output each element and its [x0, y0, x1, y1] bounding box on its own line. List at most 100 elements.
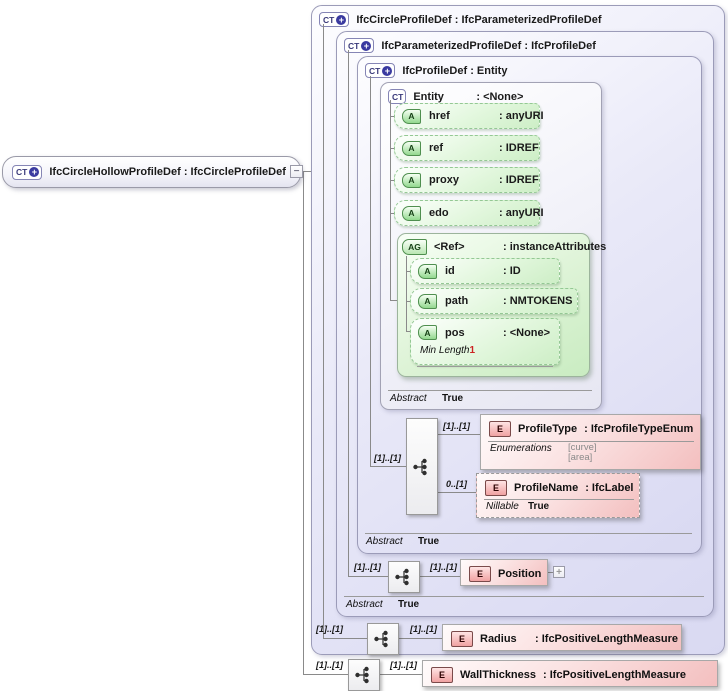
element-node-position[interactable]: E Position [460, 559, 548, 586]
connector-line [303, 674, 348, 675]
type-title: IfcProfileDef : Entity [402, 64, 508, 77]
attribute-type: : ID [503, 265, 521, 277]
element-name: ProfileType [518, 423, 578, 435]
type-header-ifcparameterizedprofiledef[interactable]: CT+ IfcParameterizedProfileDef : IfcProf… [337, 32, 713, 53]
attribute-name: proxy [429, 174, 459, 186]
element-node-radius[interactable]: E Radius : IfcPositiveLengthMeasure [442, 624, 682, 651]
attribute-node-pos[interactable]: A pos : <None> Min Length 1 [410, 318, 560, 367]
connector-line [436, 492, 476, 493]
attribute-icon: A [418, 325, 437, 340]
cardinality-label: [1]..[1] [410, 624, 437, 634]
element-node-profiletype[interactable]: E ProfileType : IfcProfileTypeEnum Enume… [480, 414, 701, 470]
sequence-icon [355, 666, 369, 684]
connector-line [390, 300, 397, 301]
nillable-facet: Nillable True [486, 501, 550, 512]
connector-line [390, 100, 391, 300]
facet-divider [417, 366, 553, 367]
cardinality-label: [1]..[1] [354, 562, 381, 572]
connector-line [406, 301, 410, 302]
derived-plus-icon: + [336, 14, 347, 25]
attribute-name: pos [445, 326, 465, 339]
complex-type-icon: CT [388, 89, 407, 104]
attribute-node-proxy[interactable]: A proxy : IDREF [394, 167, 540, 193]
element-icon: E [489, 421, 511, 437]
collapse-handle[interactable]: − [290, 165, 303, 178]
connector-line [397, 638, 442, 639]
facet-divider [488, 441, 694, 442]
connector-line [418, 576, 460, 577]
sequence-icon [413, 458, 427, 475]
connector-line [370, 466, 406, 467]
connector-line [303, 171, 304, 674]
sequence-icon [374, 630, 388, 648]
sequence-compositor[interactable] [388, 561, 420, 593]
type-title: IfcCircleProfileDef : IfcParameterizedPr… [356, 13, 602, 26]
attribute-type: : anyURI [499, 207, 544, 219]
cardinality-label: [1]..[1] [430, 562, 457, 572]
element-type: : IfcPositiveLengthMeasure [543, 669, 687, 681]
connector-line [436, 434, 480, 435]
connector-line [390, 180, 394, 181]
attribute-type: : IDREF [499, 174, 539, 186]
connector-line [348, 50, 349, 576]
root-type-title: IfcCircleHollowProfileDef : IfcCirclePro… [49, 166, 286, 178]
attribute-node-edo[interactable]: A edo : anyURI [394, 200, 544, 226]
attribute-node-id[interactable]: A id : ID [410, 258, 560, 284]
connector-line [378, 674, 422, 675]
element-icon: E [469, 566, 491, 582]
attribute-type: : IDREF [499, 142, 539, 154]
attribute-name: edo [429, 207, 449, 219]
sequence-icon [395, 568, 409, 586]
attribute-name: ref [429, 142, 444, 154]
attribute-icon: A [402, 205, 421, 221]
element-name: Radius [480, 633, 517, 645]
attribute-node-ref[interactable]: A ref : IDREF [394, 135, 540, 161]
abstract-row-entity: Abstract True [390, 393, 464, 404]
attribute-node-href[interactable]: A href : anyURI [394, 103, 544, 129]
expand-handle[interactable]: + [553, 566, 565, 578]
attribute-icon: A [418, 263, 437, 279]
attribute-name: id [445, 265, 455, 277]
element-name: Position [498, 568, 542, 580]
attribute-icon: A [402, 108, 421, 124]
derived-plus-icon: + [382, 65, 393, 76]
connector-line [548, 572, 553, 573]
attribute-icon: A [402, 172, 421, 188]
connector-line [323, 24, 324, 638]
attribute-group-name: <Ref> [434, 241, 465, 253]
cardinality-label: [1]..[1] [443, 421, 470, 431]
cardinality-label: 0..[1] [446, 479, 468, 489]
type-header-entity[interactable]: CT Entity : <None> [381, 83, 601, 104]
connector-line [323, 638, 367, 639]
root-type-node[interactable]: CT+ IfcCircleHollowProfileDef : IfcCircl… [2, 156, 301, 188]
connector-line [390, 148, 394, 149]
attribute-icon: A [418, 293, 437, 309]
element-icon: E [485, 480, 507, 496]
type-name: Entity [413, 90, 444, 103]
type-header-ifcprofiledef[interactable]: CT+ IfcProfileDef : Entity [358, 57, 701, 78]
element-type: : IfcProfileTypeEnum [584, 423, 694, 435]
attribute-group-icon: AG [402, 239, 427, 255]
element-icon: E [451, 631, 473, 647]
enumerations-facet: Enumerations [curve][area] [490, 442, 597, 463]
cardinality-label: [1]..[1] [374, 453, 401, 463]
facet-divider [484, 499, 634, 500]
sequence-compositor[interactable] [406, 418, 438, 515]
element-node-wallthickness[interactable]: E WallThickness : IfcPositiveLengthMeasu… [422, 660, 718, 687]
derived-plus-icon: + [361, 40, 372, 51]
attribute-node-path[interactable]: A path : NMTOKENS [410, 288, 578, 314]
sequence-compositor[interactable] [367, 623, 399, 655]
element-node-profilename[interactable]: E ProfileName : IfcLabel Nillable True [476, 473, 640, 518]
connector-line [406, 271, 410, 272]
connector-line [303, 171, 311, 172]
complex-type-icon: CT+ [365, 63, 396, 78]
element-name: WallThickness [460, 669, 537, 681]
attribute-group-header[interactable]: AG <Ref> : instanceAttributes [398, 234, 606, 255]
sequence-compositor[interactable] [348, 659, 380, 691]
connector-line [390, 213, 394, 214]
attribute-type: : anyURI [499, 110, 544, 122]
type-header-ifccircleprofiledef[interactable]: CT+ IfcCircleProfileDef : IfcParameteriz… [312, 6, 724, 27]
abstract-row-parameterized: Abstract True [346, 599, 420, 610]
section-divider [388, 390, 592, 391]
